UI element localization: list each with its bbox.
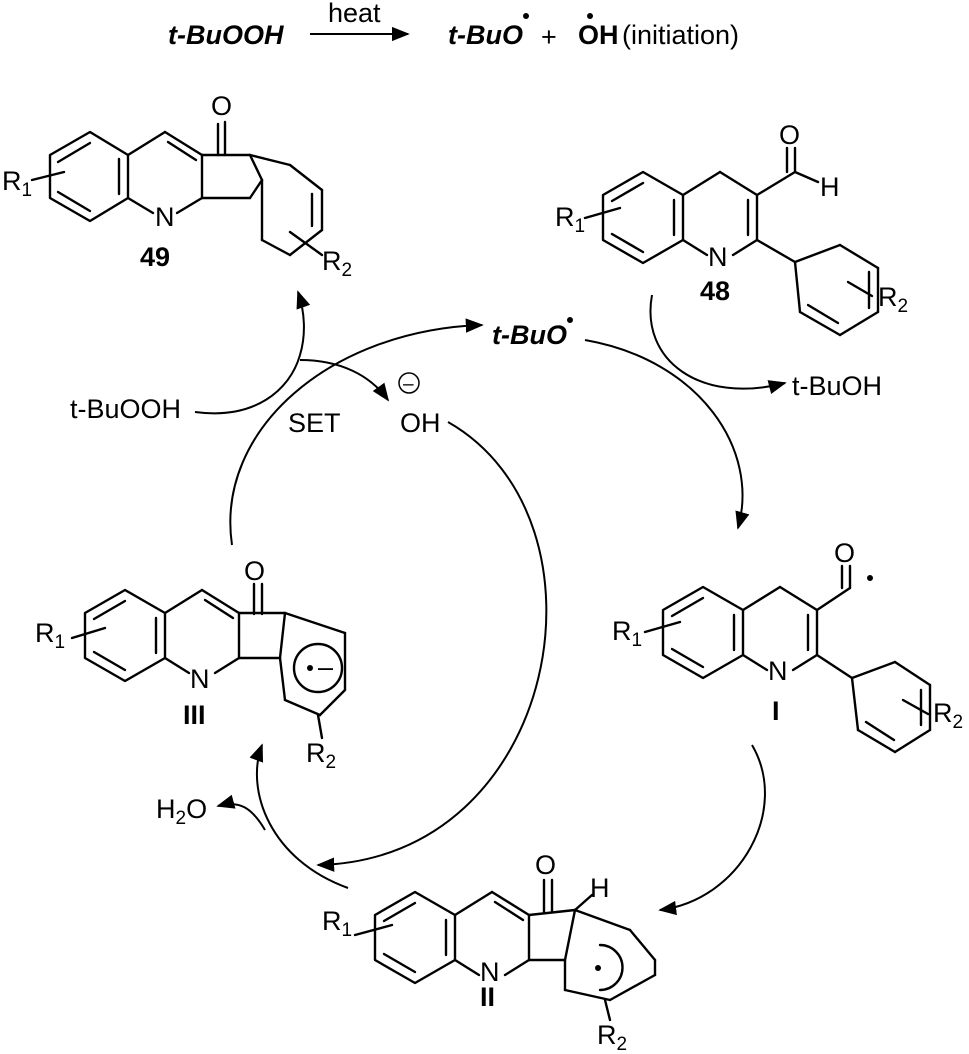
intermediate-I: O N R1 R2 I [612,538,963,754]
arrow-water-out [216,794,266,831]
atom-label-o: O [535,850,556,880]
atom-label-n: N [190,664,210,694]
compound-number: I [772,696,780,726]
substituent-r1: R1 [612,616,642,651]
radical-dot [307,665,313,671]
radical-dot [867,575,873,581]
arrow-hydroxide-to-II [316,421,548,872]
radical-semicircle [598,943,624,992]
substituent-r2: R2 [306,738,336,773]
atom-label-h: H [590,873,610,903]
cycle-tbuoh: t-BuOH [792,371,882,401]
atom-label-o: O [834,538,855,568]
atom-label-o: O [244,556,265,586]
compound-48: O H N R1 R2 48 [555,120,908,337]
substituent-r2: R2 [597,1020,627,1054]
arrow-set-to-tbuo [229,318,484,546]
intermediate-II: O H N R1 R2 II [322,850,657,1054]
initiation-reactant: t-BuOOH [168,20,284,50]
compound-number: II [480,982,495,1012]
initiation-plus: + [541,22,557,52]
compound-49-skeleton [30,120,324,257]
compound-number: 48 [700,276,730,306]
initiation-hydroxyl-radical: OH [578,20,619,50]
charge-circle [398,372,420,394]
substituent-r1: R1 [35,618,65,653]
substituent-r1: R1 [2,166,32,201]
substituent-r1: R1 [555,202,585,237]
cycle-arrows [194,290,787,916]
initiation-note: (initiation) [622,20,739,50]
cycle-tbuooh: t-BuOOH [70,394,181,424]
arrow-to-hydroxide [299,359,390,402]
substituent-r1: R1 [322,906,352,941]
cycle-set-label: SET [288,408,341,438]
intermediate-II-skeleton [353,878,657,1022]
compound-48-skeleton [583,146,880,337]
cycle-tbuo-radical: t-BuO [492,320,567,350]
compound-number: 49 [140,242,170,272]
substituent-r2: R2 [933,698,963,733]
anion-charge: – [318,652,333,682]
radical-dot [523,13,529,19]
cycle-labels: t-BuO t-BuOOH SET OH – t-BuOH H2O [70,317,882,829]
compound-number: III [183,700,206,730]
arrow-48-in [649,294,787,395]
atom-label-n: N [480,957,500,987]
intermediate-I-skeleton [643,564,932,754]
substituent-r2: R2 [322,246,352,281]
cycle-water: H2O [156,794,207,829]
atom-label-o: O [211,91,232,121]
arrow-tbuo-to-I [584,339,750,530]
arrow-I-to-II [658,744,766,916]
arrow-II-to-III [249,743,349,889]
substituent-r2: R2 [878,282,908,317]
radical-anion-ring [292,642,344,694]
initiation-arrow-label: heat [328,0,381,28]
atom-label-n: N [768,656,788,686]
hydroxide-charge: – [403,374,414,395]
atom-label-n: N [708,242,728,272]
initiation-equation: t-BuOOH heat t-BuO + OH (initiation) [168,0,739,52]
atom-label-h: H [820,172,840,202]
radical-dot [567,317,573,323]
cycle-hydroxide: OH [400,408,441,438]
arrow-tbuooh-in [194,290,311,415]
intermediate-III-skeleton [70,582,347,740]
initiation-tbuo-radical: t-BuO [448,20,523,50]
atom-label-o: O [779,120,800,150]
intermediate-III: – O N R1 R2 III [35,556,347,773]
radical-dot [595,965,601,971]
atom-label-n: N [155,202,175,232]
compound-49: O N R1 R2 49 [2,91,352,281]
radical-dot [587,13,593,19]
